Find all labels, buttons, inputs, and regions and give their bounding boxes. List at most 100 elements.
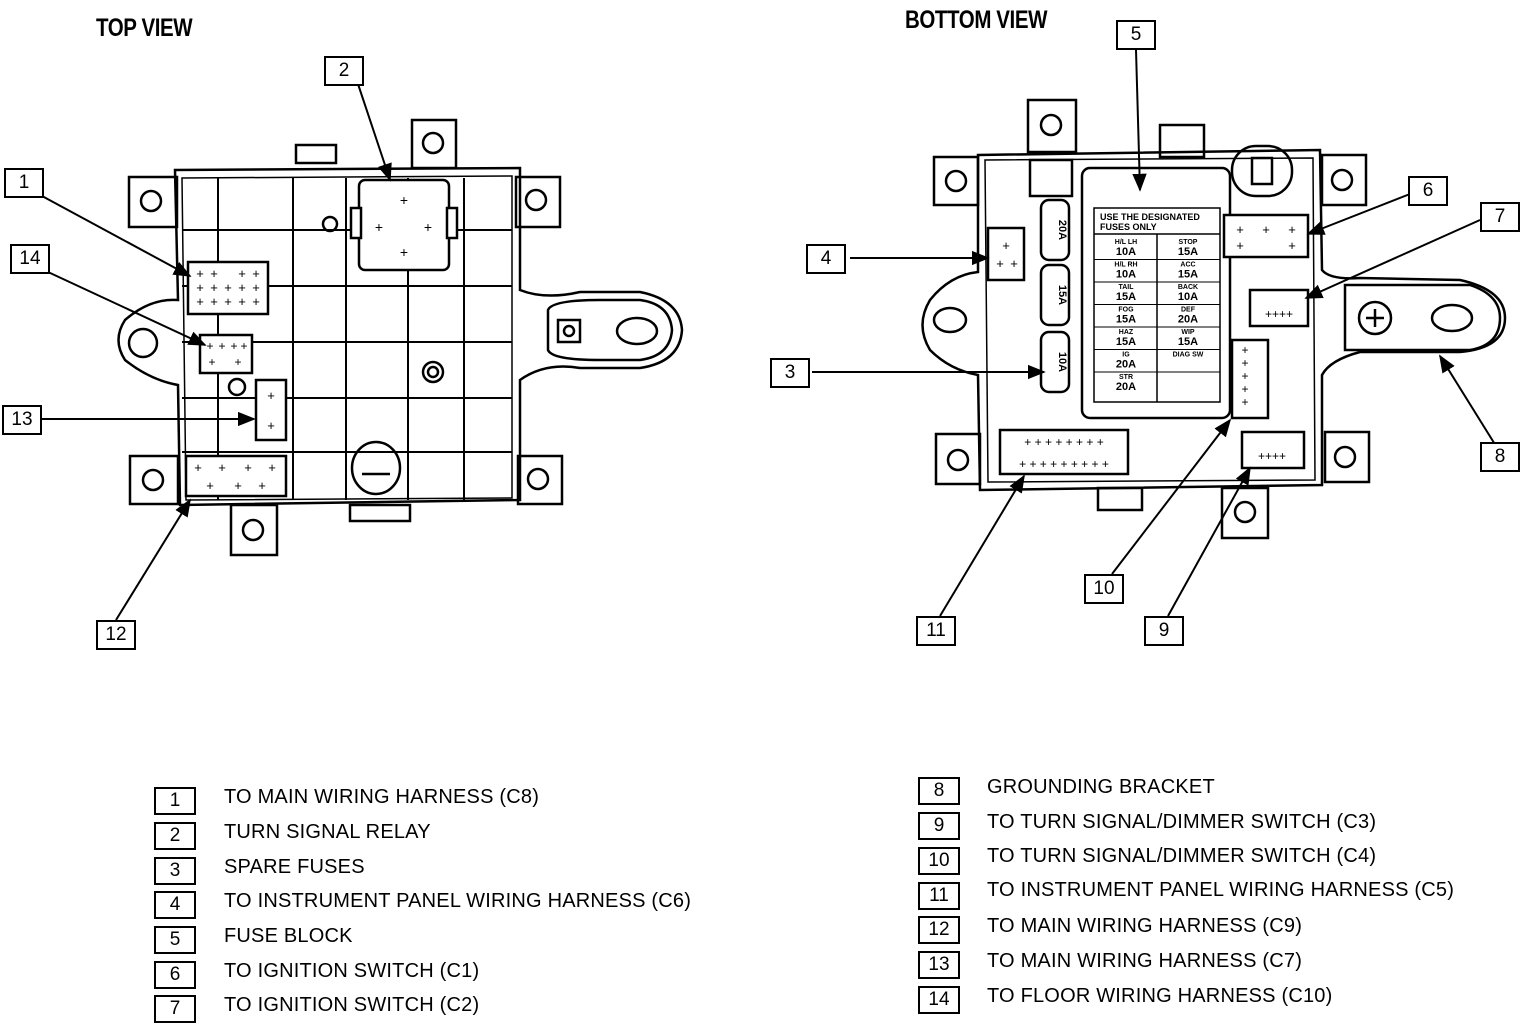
fuse-rating: 15A [1116,291,1136,303]
svg-text:+: + [218,339,225,353]
leader-lines [41,49,1497,621]
callout-13: 13 [2,405,42,435]
svg-text:+: + [238,266,246,281]
legend-number: 7 [154,995,196,1023]
svg-text:+: + [238,280,246,295]
spare-fuse-rating: 20A [1056,220,1068,240]
svg-text:+: + [252,280,260,295]
svg-text:+: + [996,256,1004,271]
fuse-rating: 15A [1178,336,1198,348]
fuse-circuit-name: STR [1119,374,1133,381]
svg-text:+: + [194,460,202,475]
svg-text:+: + [375,219,383,235]
grounding-bracket [1343,283,1502,352]
fuse-rating: 10A [1116,269,1136,281]
fuse-rating: 10A [1116,246,1136,258]
svg-text:+: + [210,280,218,295]
svg-text:+: + [268,460,276,475]
fuse-rating: 20A [1116,381,1136,393]
svg-text:+ + + + + + + +: + + + + + + + + [1024,435,1103,449]
bottom-housing-outline [921,148,1507,492]
svg-text:+: + [267,418,275,433]
top-view-title: TOP VIEW [96,14,193,42]
fuse-circuit-name: H/L RH [1114,262,1137,269]
legend-text: SPARE FUSES [224,856,365,878]
legend-text: TO IGNITION SWITCH (C2) [224,994,480,1016]
callout-4: 4 [806,244,846,274]
svg-text:+: + [1241,343,1248,357]
connector-c6: + + + [986,226,1026,282]
legend-number: 1 [154,787,196,815]
svg-text:+: + [230,339,237,353]
callout-10: 10 [1084,574,1124,604]
legend-text: GROUNDING BRACKET [987,776,1215,798]
svg-text:+: + [1241,356,1248,370]
callout-3: 3 [770,358,810,388]
fuse-circuit-name: BACK [1178,284,1198,291]
svg-text:+: + [252,294,260,309]
fuse-circuit-name: ACC [1180,262,1195,269]
legend-number: 5 [154,926,196,954]
legend-text: TO INSTRUMENT PANEL WIRING HARNESS (C6) [224,890,692,912]
legend-text: TO MAIN WIRING HARNESS (C9) [987,915,1303,937]
fuse-circuit-name: HAZ [1119,329,1134,336]
svg-text:++++: ++++ [1265,307,1293,321]
svg-text:+: + [1241,395,1248,409]
fuse-rating: 20A [1116,359,1136,371]
connector-c3: ++++ [1240,430,1306,470]
fuse-circuit-name: WIP [1181,329,1195,336]
svg-text:+: + [234,478,242,493]
spare-fuses [1039,198,1071,394]
connector-c2: ++++ [1248,288,1310,328]
connector-c5: + + + + + + + + + + + + + + + + + [998,428,1130,476]
fuse-circuit-name: IG [1122,352,1130,359]
callout-9: 9 [1144,616,1184,646]
svg-text:+: + [218,460,226,475]
fuse-circuit-name: TAIL [1118,284,1134,291]
legend-text: TO INSTRUMENT PANEL WIRING HARNESS (C5) [987,879,1455,901]
legend-number: 10 [918,847,960,875]
legend-number: 6 [154,961,196,989]
fuse-rating: 15A [1116,336,1136,348]
fuse-block-text: USE THE DESIGNATED FUSES ONLY H/L LH10AS… [1056,212,1220,393]
legend-number: 9 [918,812,960,840]
connector-c8: ++++ +++++ +++++ [186,260,270,316]
callout-8: 8 [1480,442,1520,472]
svg-text:+: + [1002,238,1010,253]
top-mounting-tabs [127,118,564,557]
fuse-block [1080,166,1232,420]
legend-number: 4 [154,891,196,919]
svg-text:+: + [400,192,408,208]
legend-number: 14 [918,986,960,1014]
fuse-rating: 15A [1178,269,1198,281]
legend-text: TO FLOOR WIRING HARNESS (C10) [987,985,1333,1007]
fuse-circuit-name: H/L LH [1115,239,1137,246]
svg-text:+: + [1241,382,1248,396]
legend-number: 12 [918,916,960,944]
legend-number: 8 [918,777,960,805]
svg-text:+: + [240,339,247,353]
svg-text:+: + [234,355,241,369]
svg-text:+: + [1288,222,1296,237]
fuse-rating: 15A [1178,246,1198,258]
legend-text: TO IGNITION SWITCH (C1) [224,960,480,982]
svg-text:+: + [267,388,275,403]
svg-text:+ + + + + + + + +: + + + + + + + + + [1019,457,1109,471]
legend-text: TO TURN SIGNAL/DIMMER SWITCH (C4) [987,845,1377,867]
svg-text:+: + [1236,222,1244,237]
turn-signal-relay: + + + + [349,178,459,272]
svg-text:+: + [206,339,213,353]
svg-text:+: + [238,294,246,309]
svg-text:+: + [210,266,218,281]
spare-fuse-rating: 15A [1056,285,1068,305]
callout-6: 6 [1408,176,1448,206]
spare-fuse-rating: 10A [1056,352,1068,372]
svg-text:+: + [210,294,218,309]
connector-c1: +++ ++ [1222,213,1310,259]
svg-text:+: + [258,478,266,493]
fuse-rating: 20A [1178,314,1198,326]
svg-text:++++: ++++ [1258,449,1286,463]
svg-text:+: + [196,280,204,295]
connector-c7: + + [254,378,288,442]
